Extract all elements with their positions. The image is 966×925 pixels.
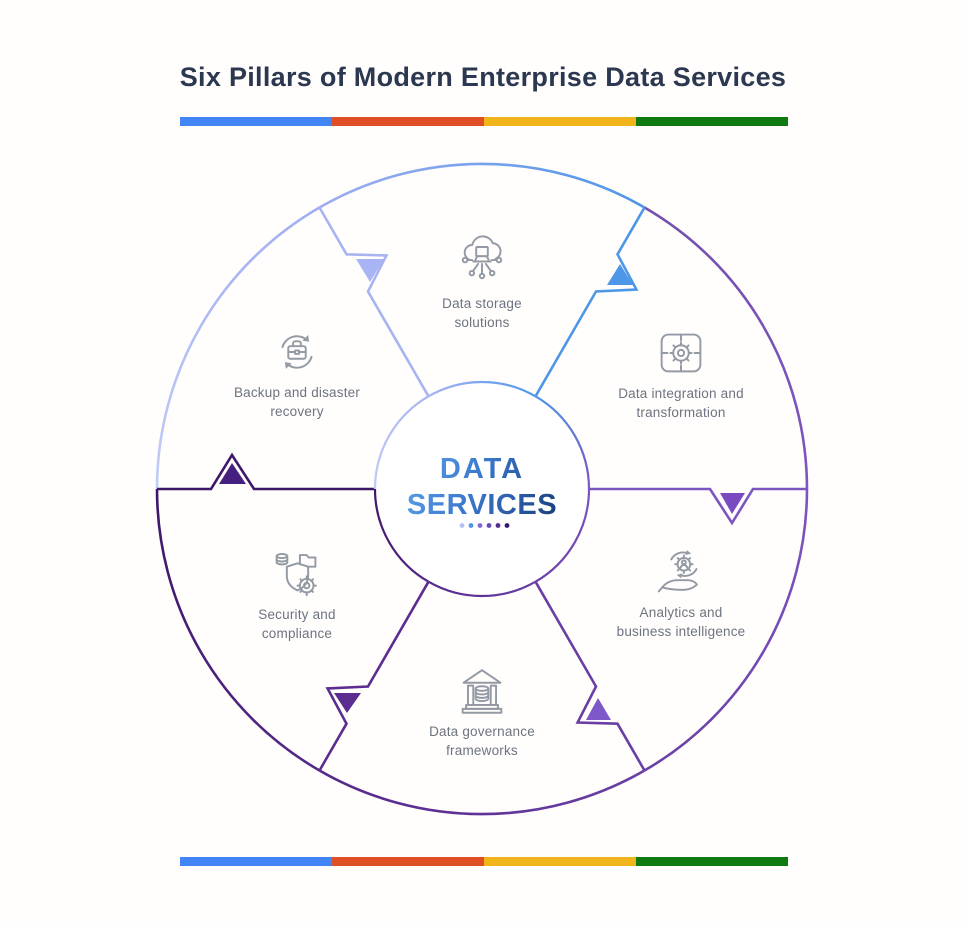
segment-label-line2: frameworks <box>446 743 518 758</box>
center-dot <box>495 523 501 528</box>
outer-ring-arc-bottom <box>318 769 646 816</box>
accent-bar-segment <box>636 857 788 866</box>
outer-ring-arc-top <box>318 162 646 209</box>
outer-ring-arc-upper-left <box>155 206 321 490</box>
divider-lower-right <box>534 581 646 772</box>
center-dot <box>477 523 483 528</box>
segment-label-line1: Data governance <box>429 724 535 739</box>
flow-arrows <box>219 259 745 720</box>
accent-bar-segment <box>484 857 636 866</box>
segment-label-line1: Security and <box>258 607 336 622</box>
divider-left <box>157 452 375 491</box>
outer-ring-arc-lower-left <box>155 488 321 772</box>
center-dot <box>504 523 510 528</box>
flow-arrow-lower-left <box>334 693 361 713</box>
flow-arrow-lower-right <box>586 698 611 720</box>
divider-right <box>589 487 807 526</box>
segment-label-line2: compliance <box>261 626 333 641</box>
accent-bar-bottom <box>180 857 788 866</box>
hand-gear-icon <box>650 540 712 602</box>
segment-analytics-bi: Analytics and business intelligence <box>581 540 781 640</box>
outer-ring <box>155 162 809 816</box>
accent-bar-segment <box>636 117 788 126</box>
divider-upper-left <box>318 206 430 397</box>
center-dot <box>468 523 474 528</box>
segment-label-line2: transformation <box>636 405 726 420</box>
segment-label-line1: Data integration and <box>618 386 744 401</box>
outer-ring-arc-lower-right <box>643 488 809 772</box>
segment-data-storage: Data storage solutions <box>382 231 582 331</box>
segment-data-integration: Data integration and transformation <box>581 321 781 421</box>
cloud-network-icon <box>451 231 513 293</box>
accent-bar-segment <box>180 117 332 126</box>
center-ring-arc <box>427 580 537 598</box>
segment-label-line2: solutions <box>454 315 510 330</box>
bank-database-icon <box>451 659 513 721</box>
center-ring <box>373 380 591 598</box>
segment-label-line1: Analytics and <box>639 605 723 620</box>
segment-label-line2: business intelligence <box>616 624 746 639</box>
flow-arrow-left <box>219 463 246 484</box>
segment-label-line1: Data storage <box>442 296 522 311</box>
segment-dividers <box>157 206 807 772</box>
center-ring-arc <box>427 380 537 398</box>
flow-arrow-upper-left <box>356 259 384 282</box>
segment-data-governance: Data governance frameworks <box>382 659 582 759</box>
shield-database-icon <box>266 542 328 604</box>
outer-ring-arc-upper-right <box>643 206 809 490</box>
briefcase-sync-icon <box>266 320 328 382</box>
center-title-line1: DATA <box>440 453 524 485</box>
center-circle <box>375 382 589 596</box>
center-title-line2: SERVICES <box>407 489 557 521</box>
center-ring-arc <box>373 488 430 583</box>
center-dot <box>459 523 465 528</box>
accent-bar-segment <box>180 857 332 866</box>
segment-security: Security and compliance <box>197 542 397 642</box>
center-ring-arc <box>373 395 430 490</box>
segment-backup: Backup and disaster recovery <box>197 320 397 420</box>
segment-label-line1: Backup and disaster <box>233 385 361 400</box>
center-dot <box>486 523 492 528</box>
flow-arrow-upper-right <box>607 264 633 285</box>
accent-bar-segment <box>484 117 636 126</box>
accent-bar-segment <box>332 857 484 866</box>
center-ring-arc <box>534 488 591 583</box>
center-dots <box>459 523 510 528</box>
divider-lower-left <box>318 581 430 772</box>
segment-label-line2: recovery <box>270 404 324 419</box>
divider-upper-right <box>534 206 646 397</box>
puzzle-gear-icon <box>650 321 712 383</box>
accent-bar-top <box>180 117 788 126</box>
center-ring-arc <box>534 395 591 490</box>
accent-bar-segment <box>332 117 484 126</box>
page-title: Six Pillars of Modern Enterprise Data Se… <box>179 62 787 92</box>
flow-arrow-right <box>720 493 745 514</box>
